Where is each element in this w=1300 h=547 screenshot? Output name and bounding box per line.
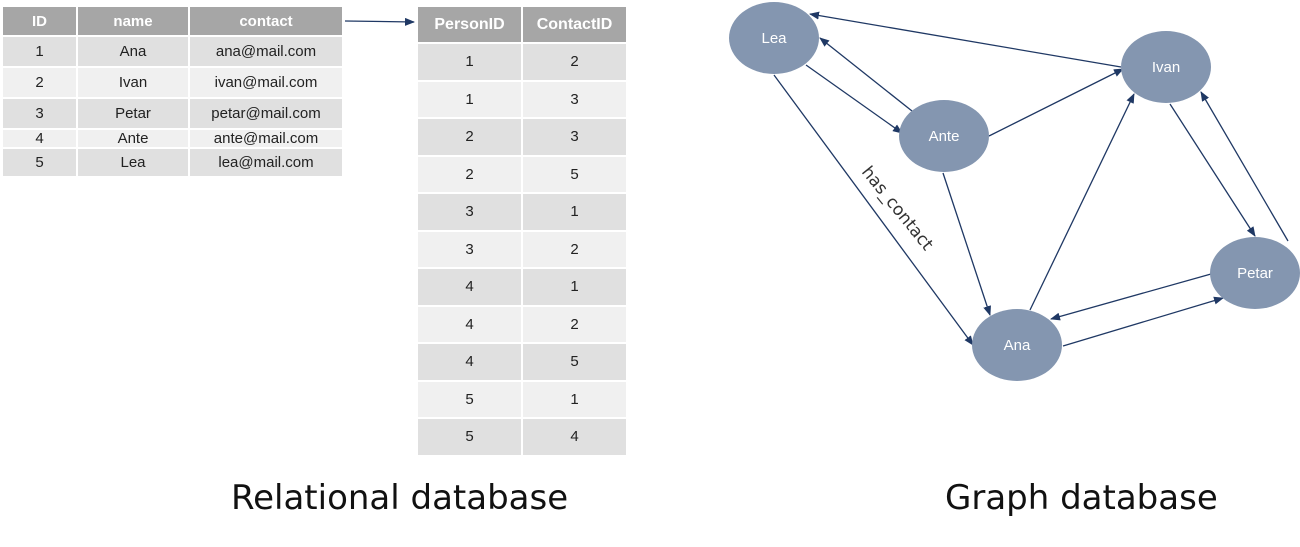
cell-contact-id: 5: [523, 344, 626, 380]
cell-id: 5: [3, 149, 76, 176]
edge-ante-to-ana: [942, 172, 991, 316]
node-label: Lea: [761, 30, 787, 47]
edge-label-has-contact: has_contact: [857, 163, 937, 255]
edge-ana-to-petar: [1062, 296, 1224, 347]
cell-name: Ana: [78, 37, 188, 66]
graph-edges: [773, 11, 1289, 347]
cell-person-id: 4: [418, 306, 521, 342]
cell-person-id: 2: [418, 119, 521, 155]
node-shape: [899, 100, 989, 172]
edge-ana-to-ivan: [1029, 93, 1135, 311]
edge-lea-to-ana: [773, 74, 974, 346]
node-label: Ana: [1004, 337, 1031, 354]
table-row: 2 Ivan ivan@mail.com: [3, 68, 342, 97]
header-id: ID: [3, 7, 76, 35]
cell-contact-id: 4: [523, 419, 626, 455]
cell-contact-id: 1: [523, 194, 626, 230]
cell-contact-id: 1: [523, 269, 626, 305]
node-ana: Ana: [972, 309, 1062, 381]
cell-contact-id: 2: [523, 306, 626, 342]
cell-contact-id: 3: [523, 119, 626, 155]
edge-petar-to-ana: [1050, 273, 1212, 321]
cell-person-id: 1: [418, 44, 521, 80]
persons-table: ID name contact 1 Ana ana@mail.com 2 Iva…: [1, 5, 344, 178]
cell-person-id: 3: [418, 194, 521, 230]
edge-lea-to-ante: [805, 64, 903, 134]
cell-contact: petar@mail.com: [190, 99, 342, 128]
cell-contact: ivan@mail.com: [190, 68, 342, 97]
edge-ante-to-lea: [819, 37, 913, 112]
cell-id: 2: [3, 68, 76, 97]
cell-person-id: 1: [418, 81, 521, 117]
cell-person-id: 4: [418, 344, 521, 380]
edge-ivan-to-petar: [1169, 103, 1256, 237]
cell-contact: ana@mail.com: [190, 37, 342, 66]
node-shape: [1210, 237, 1300, 309]
cell-person-id: 3: [418, 231, 521, 267]
node-label: Petar: [1237, 265, 1273, 282]
node-shape: [1121, 31, 1211, 103]
cell-id: 1: [3, 37, 76, 66]
cell-name: Petar: [78, 99, 188, 128]
foreign-key-arrow: [344, 17, 415, 26]
cell-person-id: 4: [418, 269, 521, 305]
table-row: 1 Ana ana@mail.com: [3, 37, 342, 66]
cell-contact-id: 2: [523, 231, 626, 267]
table-row: 5 Lea lea@mail.com: [3, 149, 342, 176]
header-contact-id: ContactID: [523, 7, 626, 42]
cell-contact: lea@mail.com: [190, 149, 342, 176]
table-row: 3 Petar petar@mail.com: [3, 99, 342, 128]
cell-id: 3: [3, 99, 76, 128]
cell-name: Lea: [78, 149, 188, 176]
edge-petar-to-ivan: [1200, 91, 1289, 242]
table-row: 4 Ante ante@mail.com: [3, 130, 342, 147]
persons-header-row: ID name contact: [3, 7, 342, 35]
edge-ante-to-ivan: [988, 68, 1124, 137]
cell-id: 4: [3, 130, 76, 147]
graph-caption: Graph database: [945, 478, 1218, 518]
cell-person-id: 2: [418, 156, 521, 192]
cell-contact-id: 5: [523, 156, 626, 192]
cell-contact: ante@mail.com: [190, 130, 342, 147]
links-header-row: PersonID ContactID: [418, 7, 626, 42]
header-person-id: PersonID: [418, 7, 521, 42]
node-ante: Ante: [899, 100, 989, 172]
node-lea: Lea: [729, 2, 819, 74]
node-ivan: Ivan: [1121, 31, 1211, 103]
node-petar: Petar: [1210, 237, 1300, 309]
header-name: name: [78, 7, 188, 35]
cell-contact-id: 3: [523, 81, 626, 117]
node-label: Ante: [929, 128, 960, 145]
cell-person-id: 5: [418, 419, 521, 455]
cell-name: Ante: [78, 130, 188, 147]
relational-caption: Relational database: [231, 478, 569, 518]
node-label: Ivan: [1152, 59, 1180, 76]
node-shape: [729, 2, 819, 74]
cell-person-id: 5: [418, 381, 521, 417]
cell-name: Ivan: [78, 68, 188, 97]
edge-ivan-to-lea: [809, 11, 1122, 68]
node-shape: [972, 309, 1062, 381]
cell-contact-id: 2: [523, 44, 626, 80]
cell-contact-id: 1: [523, 381, 626, 417]
header-contact: contact: [190, 7, 342, 35]
